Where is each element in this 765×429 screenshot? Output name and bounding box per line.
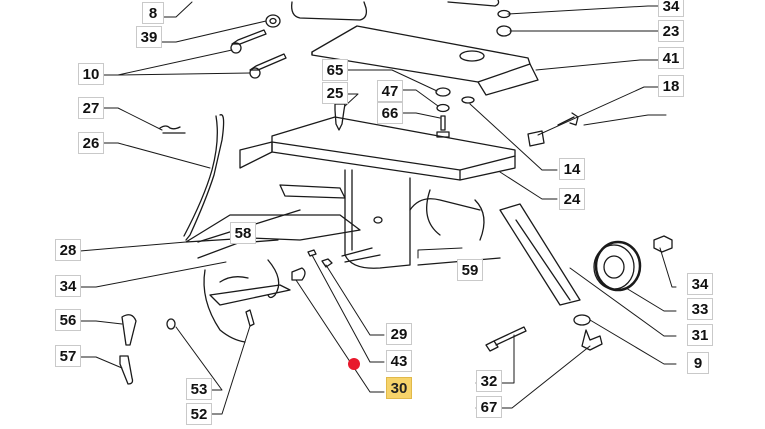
callout-28[interactable]: 28: [55, 239, 81, 261]
callout-31[interactable]: 31: [687, 324, 713, 346]
callout-24[interactable]: 24: [559, 188, 585, 210]
washer-part: [166, 318, 176, 330]
callout-67[interactable]: 67: [476, 396, 502, 418]
tine-assembly-part: [197, 239, 291, 343]
key-part: [307, 249, 317, 257]
leader-lines: [79, 1, 677, 415]
callout-34[interactable]: 34: [55, 275, 81, 297]
callout-34-top[interactable]: 34: [658, 0, 684, 17]
callout-27[interactable]: 27: [78, 97, 104, 119]
bolt-part: [436, 115, 450, 138]
depth-bar-part: [499, 203, 581, 306]
callout-29[interactable]: 29: [386, 323, 412, 345]
callout-56[interactable]: 56: [55, 309, 81, 331]
callout-10[interactable]: 10: [78, 63, 104, 85]
pin-part: [581, 329, 603, 351]
callout-52[interactable]: 52: [186, 403, 212, 425]
selected-part-marker: [348, 358, 360, 370]
bolt-part: [230, 29, 287, 79]
callout-58[interactable]: 58: [230, 222, 256, 244]
callout-59[interactable]: 59: [457, 259, 483, 281]
pin-part: [485, 326, 527, 352]
callout-9[interactable]: 9: [687, 352, 709, 374]
top-plate-part: [311, 25, 539, 96]
washer-part: [435, 87, 451, 97]
washer-part: [573, 314, 591, 326]
callout-43[interactable]: 43: [386, 350, 412, 372]
callout-66[interactable]: 66: [377, 102, 403, 124]
blade-part: [119, 355, 134, 385]
callout-47[interactable]: 47: [377, 80, 403, 102]
callout-18[interactable]: 18: [658, 75, 684, 97]
nut-part: [653, 235, 673, 253]
clip-part: [159, 125, 186, 134]
handle-bar-part: [183, 114, 225, 241]
callout-26[interactable]: 26: [78, 132, 104, 154]
bushing-part: [291, 267, 306, 281]
callout-57[interactable]: 57: [55, 345, 81, 367]
tine-housing-part: [344, 169, 411, 269]
blade-part: [121, 314, 137, 346]
callout-14[interactable]: 14: [559, 158, 585, 180]
washer-part: [461, 96, 475, 104]
top-bracket-part: [291, 0, 500, 21]
callout-41[interactable]: 41: [658, 47, 684, 69]
callout-53[interactable]: 53: [186, 378, 212, 400]
bolt-part: [557, 112, 579, 126]
callout-25[interactable]: 25: [322, 82, 348, 104]
tine-assembly-part: [344, 189, 501, 266]
washer-part: [265, 14, 281, 28]
bolt-part: [334, 103, 346, 131]
shaft-part: [341, 247, 373, 257]
nut-part: [321, 258, 333, 268]
shield-part: [185, 184, 361, 243]
callout-23[interactable]: 23: [658, 20, 684, 42]
washer-part: [436, 103, 450, 113]
callout-32[interactable]: 32: [476, 370, 502, 392]
callout-33[interactable]: 33: [687, 298, 713, 320]
cage-nut-part: [527, 130, 545, 147]
callout-39[interactable]: 39: [136, 26, 162, 48]
callout-34-right[interactable]: 34: [687, 273, 713, 295]
callout-8[interactable]: 8: [142, 2, 164, 24]
wheel-part: [593, 240, 642, 292]
frame-part: [239, 116, 516, 181]
callout-30-highlighted[interactable]: 30: [386, 377, 412, 399]
callout-65[interactable]: 65: [322, 59, 348, 81]
